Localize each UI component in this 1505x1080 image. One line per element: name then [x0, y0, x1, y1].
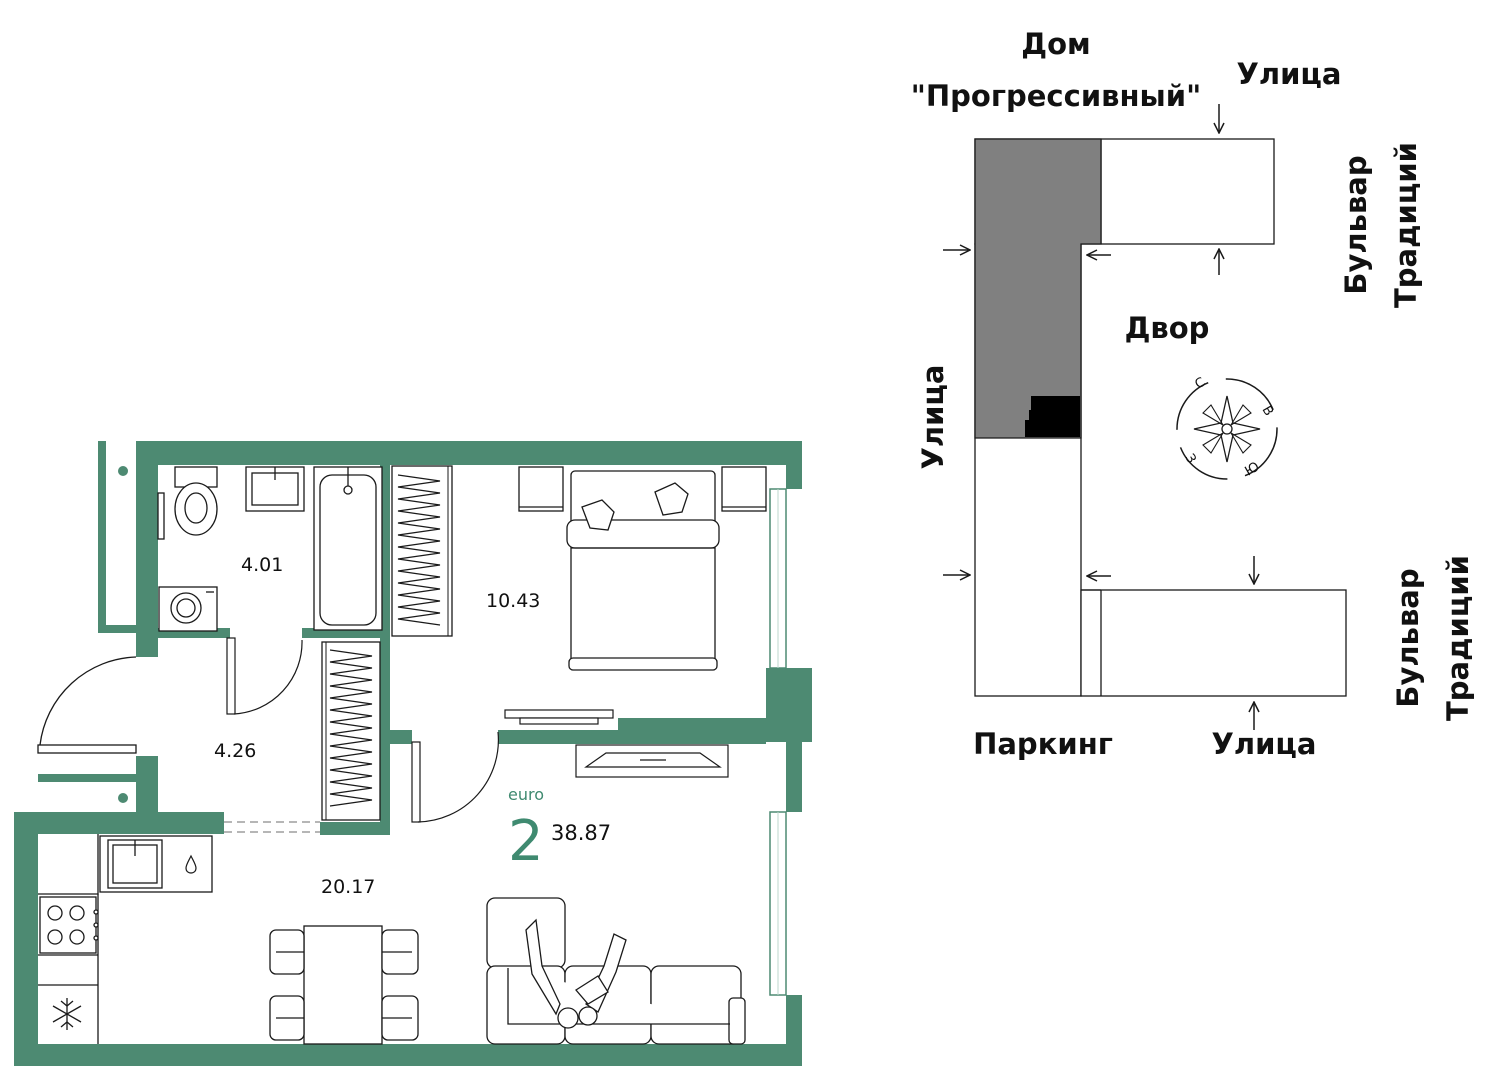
highlighted-section: [974, 138, 1102, 439]
unit-type-label: euro: [508, 785, 544, 804]
kitchen-opening: [224, 821, 320, 833]
interior-doors: [226, 637, 499, 823]
wardrobe-bedroom: [391, 465, 453, 637]
water-drop-icon: [185, 854, 197, 874]
street-bottom-label: Улица: [1212, 727, 1317, 761]
compass-east: В: [1259, 404, 1276, 419]
washing-machine: [158, 586, 218, 632]
nightstand-right: [721, 466, 767, 512]
site-plan: С В Ю З Дом "Прогрессивный" Улица Двор У…: [911, 27, 1475, 761]
street-top-label: Улица: [1237, 57, 1342, 91]
dining-set: [269, 925, 419, 1045]
boulevard-bottom-line1: Бульвар: [1391, 568, 1425, 707]
entrance-markers: [118, 466, 128, 803]
toilet: [157, 466, 218, 540]
hallway-area-label: 4.26: [214, 740, 256, 762]
kitchen-sink: [107, 839, 163, 889]
entrance-door[interactable]: [37, 656, 137, 754]
nightstand-left: [518, 466, 564, 512]
double-bed: [566, 470, 720, 671]
house-name-line1: Дом: [1021, 27, 1090, 61]
bedroom-area-label: 10.43: [486, 590, 540, 612]
street-left-label: Улица: [916, 365, 950, 470]
wardrobe-hallway: [321, 641, 381, 821]
stove: [39, 896, 99, 954]
boulevard-bottom-line2: Традиций: [1441, 555, 1475, 721]
entrance-arrows: [943, 104, 1254, 730]
stair-block: [1025, 396, 1080, 437]
compass-rose-icon: [1176, 378, 1278, 480]
washbasin: [245, 466, 305, 512]
sofa: [486, 897, 746, 1045]
boulevard-top-line2: Традиций: [1389, 142, 1423, 308]
unit-room-count: 2: [508, 809, 544, 874]
parking-label: Паркинг: [973, 727, 1113, 761]
tv-stand-living: [575, 744, 729, 778]
floor-plan: 4.01 10.43 4.26 20.17 euro 2 38.87: [14, 441, 812, 1066]
unit-total-area: 38.87: [551, 821, 611, 845]
compass-south: Ю: [1243, 459, 1263, 479]
bathroom-area-label: 4.01: [241, 554, 283, 576]
tv-stand-bedroom: [504, 709, 614, 725]
boulevard-top-line1: Бульвар: [1339, 155, 1373, 294]
walls: [14, 441, 812, 1066]
bathtub: [313, 466, 383, 631]
courtyard-label: Двор: [1125, 311, 1210, 345]
kitchen-living-area-label: 20.17: [321, 876, 375, 898]
snowflake-icon: [52, 998, 82, 1030]
house-name-line2: "Прогрессивный": [911, 79, 1201, 113]
